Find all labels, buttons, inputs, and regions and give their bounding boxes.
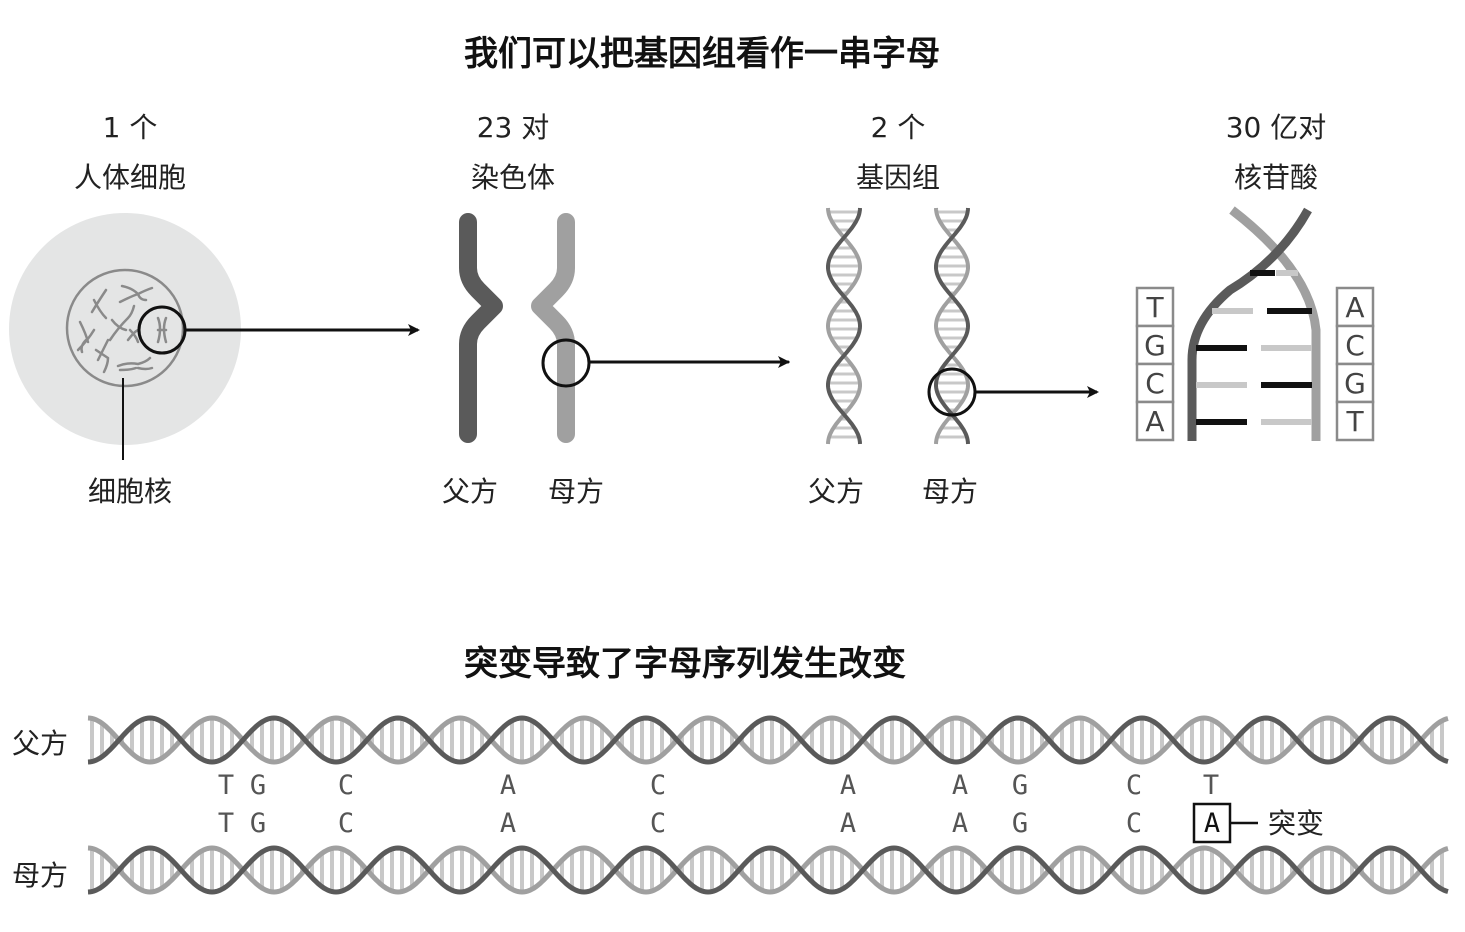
sequence-letter: C (337, 770, 355, 801)
light-strand (933, 207, 970, 445)
dark-strand (934, 207, 971, 445)
maternal-dna-helix (87, 845, 1449, 895)
left-base-letter: A (1145, 405, 1164, 438)
right-base-boxes (1335, 286, 1375, 442)
stage-name-cell: 人体细胞 (73, 161, 186, 194)
sequence-letter: C (1125, 808, 1143, 839)
chromosome-paternal (459, 213, 503, 443)
nucleus-label: 细胞核 (87, 475, 172, 508)
right-base-letter: A (1345, 291, 1364, 324)
sequence-letter: C (1125, 770, 1143, 801)
left-base-letter: T (1145, 291, 1164, 324)
genome-maternal-label: 母方 (921, 475, 978, 508)
sequence-letter: A (951, 808, 969, 839)
paternal-dna-helix (87, 715, 1449, 765)
sequence-letter: C (337, 808, 355, 839)
left-base-letter: C (1145, 367, 1165, 400)
bottom-title: 突变导致了字母序列发生改变 (464, 644, 906, 684)
nucleus (65, 268, 185, 388)
stage-count-genome: 2 个 (870, 111, 926, 144)
genome-helix-maternal (933, 207, 971, 445)
chromosome-paternal-label: 父方 (441, 475, 498, 508)
sequence-letter: T (1202, 770, 1220, 801)
dark-backbone (1187, 207, 1312, 441)
light-strand (825, 207, 862, 445)
sequence-letter: T (217, 808, 235, 839)
mutated-sequence-letter: A (1203, 808, 1221, 839)
top-title: 我们可以把基因组看作一串字母 (464, 34, 940, 74)
chromosome-pair (459, 213, 790, 443)
light-backbone (1229, 206, 1321, 441)
chromosome-maternal-label: 母方 (547, 475, 604, 508)
maternal-strand-label: 母方 (12, 859, 69, 892)
sequence-letter: A (951, 770, 969, 801)
paternal-strand-label: 父方 (12, 727, 69, 760)
cell-illustration (9, 213, 420, 460)
sequence-letter: C (649, 808, 667, 839)
mutation-label: 突变 (1268, 807, 1325, 840)
sequence-letter: A (839, 770, 857, 801)
left-base-boxes (1135, 286, 1175, 442)
stage-count-nucleotide: 30 亿对 (1225, 111, 1327, 144)
right-base-letter: T (1345, 405, 1364, 438)
nucleus-chromosomes (76, 284, 168, 374)
stage-name-nucleotide: 核苷酸 (1233, 161, 1318, 194)
chromosome-maternal (531, 213, 575, 443)
sequence-letter: C (649, 770, 667, 801)
sequence-letter: T (217, 770, 235, 801)
sequence-letter: G (249, 808, 267, 839)
sequence-letter: A (499, 770, 517, 801)
sequence-letter: A (499, 808, 517, 839)
dark-strand (87, 715, 1449, 765)
stage-name-genome: 基因组 (855, 161, 940, 194)
sequence-letter: G (249, 770, 267, 801)
sequence-letter: G (1011, 808, 1029, 839)
light-strand (87, 715, 1449, 765)
dark-strand (826, 207, 863, 445)
left-base-letter: G (1144, 329, 1166, 362)
genome-helix-paternal (825, 207, 863, 445)
sequence-letter: G (1011, 770, 1029, 801)
nucleotide-detail: T G C A A C G T (1135, 206, 1375, 442)
genome-paternal-label: 父方 (807, 475, 864, 508)
dark-strand (87, 845, 1449, 895)
stage-name-chromosome: 染色体 (470, 161, 555, 194)
sequence-letter: A (839, 808, 857, 839)
right-base-letter: C (1345, 329, 1365, 362)
stage-count-chromosome: 23 对 (476, 111, 550, 144)
stage-count-cell: 1 个 (102, 111, 158, 144)
light-strand (87, 845, 1449, 895)
right-base-letter: G (1344, 367, 1366, 400)
